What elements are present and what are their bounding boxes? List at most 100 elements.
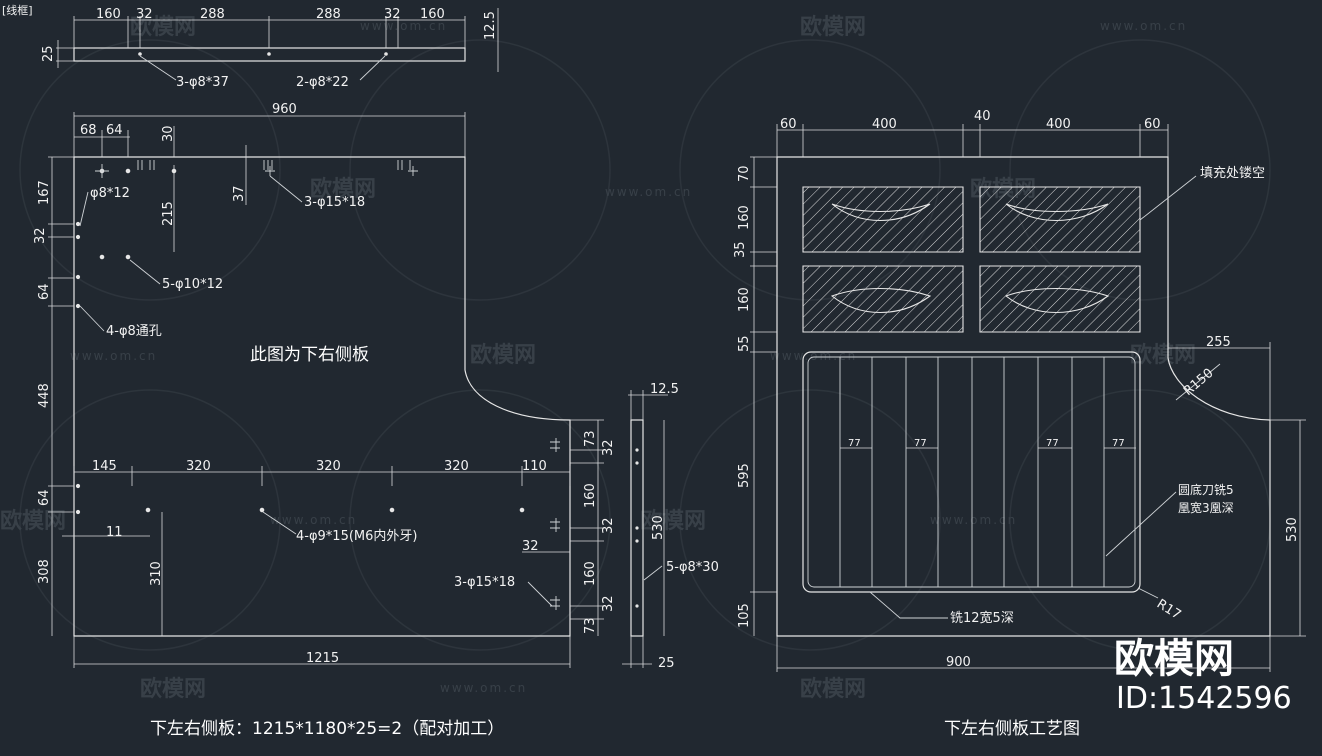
note-mill: 铣12宽5深 [950,610,1014,626]
note-groove: 凰宽3凰深 [1178,500,1234,515]
watermark-url: www.om.cn [770,349,857,363]
hatched-cutout-bottom-left [802,265,964,333]
hole-label: 3-φ15*18 [304,195,365,210]
left-caption: 下左右侧板：1215*1180*25=2（配对加工） [150,719,504,739]
strip-dim-32: 32 [136,7,153,22]
slot-dim-77: 77 [1112,438,1125,449]
dim-1215: 1215 [306,651,339,666]
viewport-label[interactable]: [线框] [2,3,33,17]
dim-900: 900 [946,655,971,670]
side-dim-73: 73 [583,617,598,634]
hole-label: φ8*12 [90,186,130,201]
dim-32: 32 [522,539,539,554]
top-dim-60: 60 [1144,117,1161,132]
hole-label: 3-φ15*18 [454,575,515,590]
top-dim-400: 400 [1046,117,1071,132]
watermark-url: www.om.cn [70,349,157,363]
hatched-cutout-top-left [802,186,964,253]
slot-dim-77: 77 [1046,438,1059,449]
watermark-url: www.om.cn [270,513,357,527]
hole-label: 3-φ8*37 [176,75,229,90]
left-dim-35: 35 [733,241,748,258]
watermark-url: www.om.cn [440,681,527,695]
strip-dim-288: 288 [316,7,341,22]
side-dim-32: 32 [601,517,616,534]
dim-145: 145 [92,459,117,474]
dim-11: 11 [106,525,123,540]
dim-68: 68 [80,123,97,138]
left-dim-160: 160 [737,205,752,230]
strip-dim-160: 160 [96,7,121,22]
dim-320: 320 [444,459,469,474]
left-dim-105: 105 [737,603,752,628]
dim-320: 320 [316,459,341,474]
right-caption: 下左右侧板工艺图 [944,719,1080,739]
dim-448: 448 [37,383,52,408]
top-dim-60: 60 [780,117,797,132]
r17: R17 [1154,597,1184,623]
slot-dim-77: 77 [848,438,861,449]
dim-530: 530 [1285,517,1300,542]
strip-dim-160: 160 [420,7,445,22]
top-strip-view: 160 32 288 288 32 160 25 12.5 3-φ8*37 2-… [41,7,499,90]
side-25: 25 [658,656,675,671]
note-groove: 圆底刀铣5 [1178,482,1234,497]
left-dim-595: 595 [737,463,752,488]
dim-32: 32 [33,227,48,244]
strip-dim-32: 32 [384,7,401,22]
watermark-url: www.om.cn [930,513,1017,527]
side-dim-160: 160 [583,561,598,586]
hole-label: 2-φ8*22 [296,75,349,90]
side-dim-32: 32 [601,595,616,612]
hole-label: 4-φ8通孔 [106,324,162,339]
main-panel-view: 960 68 64 30 215 37 167 32 64 448 64 308 [33,102,616,668]
dim-110: 110 [522,459,547,474]
left-dim-55: 55 [737,335,752,352]
top-dim-40: 40 [974,109,991,124]
center-note: 此图为下右侧板 [250,345,369,365]
strip-thickness: 25 [41,45,56,62]
watermark-brand: 欧模网 [140,676,206,702]
dim-64: 64 [37,489,52,506]
dim-308: 308 [37,559,52,584]
watermark-brand: 欧模网 [800,676,866,702]
dim-37: 37 [232,185,247,202]
dim-64: 64 [106,123,123,138]
side-strip-view: 12.5 530 5-φ8*30 25 [622,382,719,671]
side-thickness: 12.5 [650,382,679,397]
slot-dim-77: 77 [914,438,927,449]
process-panel-view: 60 400 40 400 60 70 160 35 160 55 595 10… [733,109,1306,672]
note-fill: 填充处镂空 [1200,165,1265,181]
dim-255: 255 [1206,335,1231,350]
top-dim-400: 400 [872,117,897,132]
brand-logo-text: 欧模网 [1114,636,1234,682]
hatched-cutout-bottom-right [979,265,1141,333]
dim-30: 30 [161,125,176,142]
watermark-url: www.om.cn [605,185,692,199]
side-530: 530 [651,515,666,540]
dim-320: 320 [186,459,211,474]
hole-label: 5-φ10*12 [162,277,223,292]
hatched-cutout-top-right [979,186,1141,253]
resource-id: ID:1542596 [1116,681,1292,716]
dim-215: 215 [161,201,176,226]
watermark-url: www.om.cn [1100,19,1187,33]
watermark-brand: 欧模网 [1130,342,1196,368]
left-dim-70: 70 [737,165,752,182]
side-holes: 5-φ8*30 [666,560,719,575]
hole-label: 4-φ9*15(M6内外牙) [296,528,417,544]
watermark-brand: 欧模网 [640,508,706,534]
dim-64: 64 [37,283,52,300]
watermark-brand: 欧模网 [470,342,536,368]
watermark-brand: 欧模网 [130,14,196,40]
watermark-layer: 欧模网 www.om.cn 欧模网 www.om.cn 欧模网 www.om.c… [0,14,1271,702]
watermark-url: www.om.cn [360,19,447,33]
left-dim-160: 160 [737,287,752,312]
watermark-brand: 欧模网 [310,176,376,202]
side-dim-160: 160 [583,483,598,508]
watermark-brand: 欧模网 [800,14,866,40]
side-dim-32: 32 [601,439,616,456]
dim-310: 310 [149,561,164,586]
strip-right-dim: 12.5 [483,11,498,40]
